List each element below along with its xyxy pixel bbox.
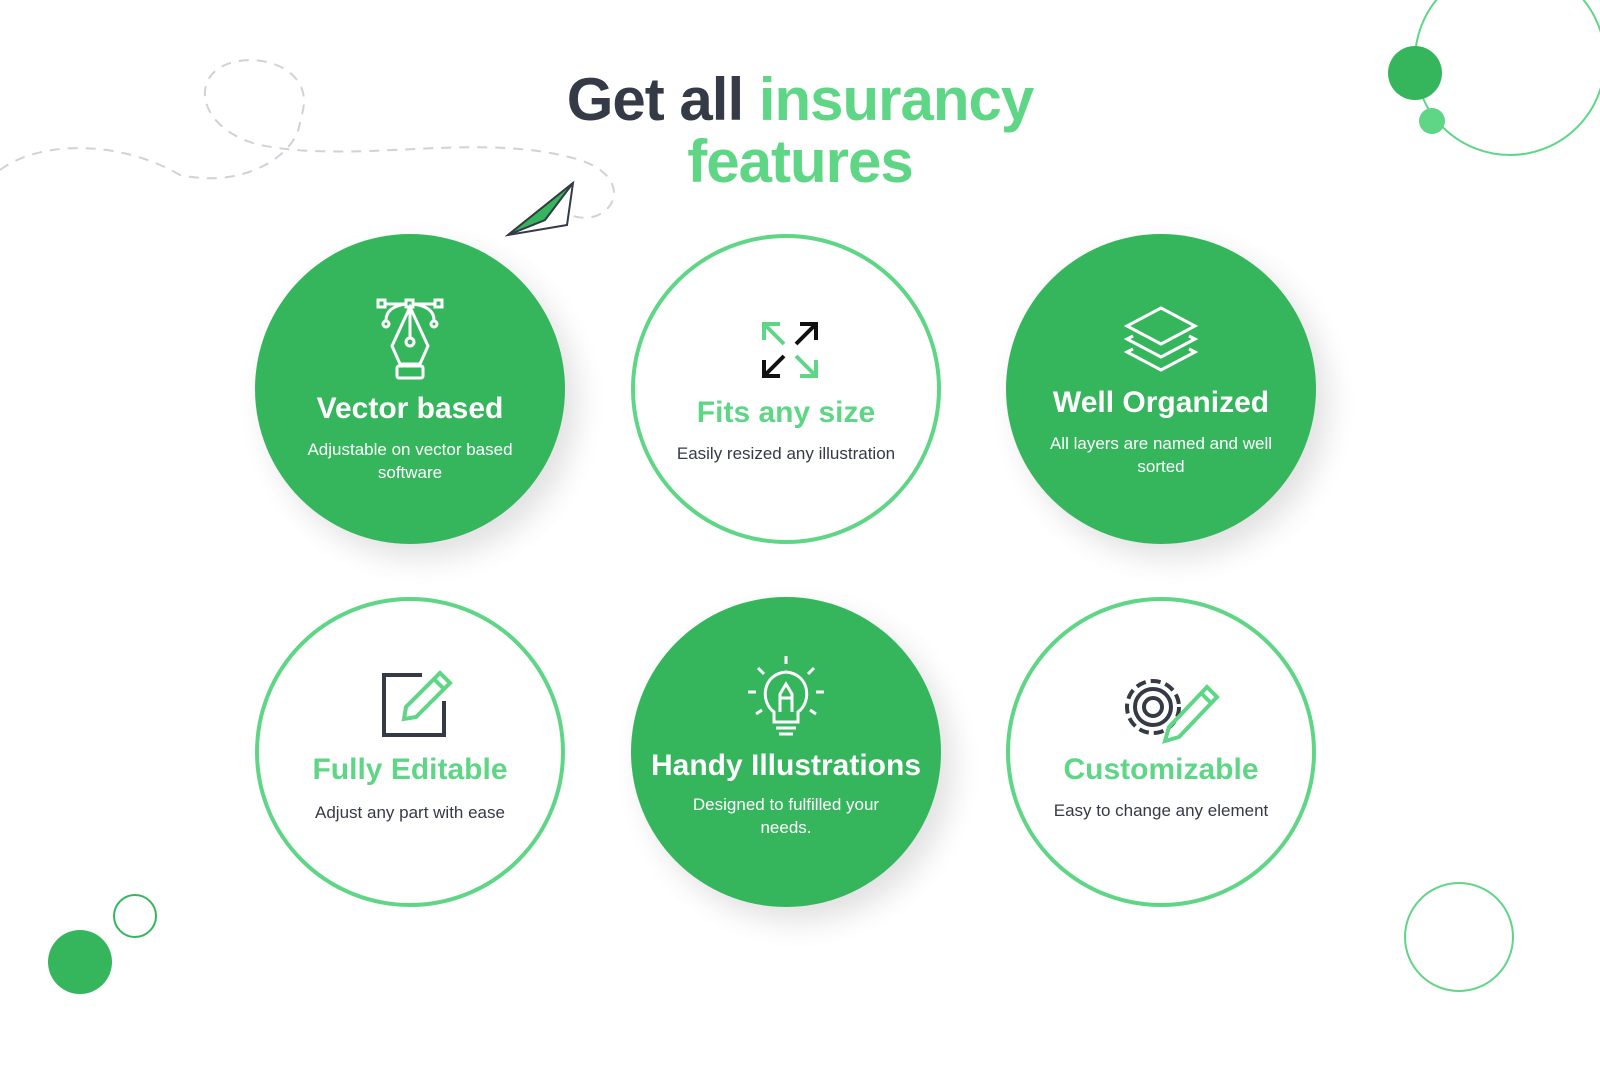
feature-card-fits-any-size: Fits any size Easily resized any illustr… bbox=[631, 234, 941, 544]
title-part-green: insurancy bbox=[758, 66, 1034, 133]
pen-tool-icon bbox=[376, 298, 444, 380]
feature-description: All layers are named and well sorted bbox=[1049, 434, 1273, 476]
decorative-circles-bottom-left bbox=[48, 894, 157, 994]
gear-pencil-icon bbox=[1125, 679, 1220, 744]
feature-description: Adjustable on vector based software bbox=[307, 440, 513, 482]
paper-plane-icon bbox=[505, 180, 575, 237]
feature-title: Fits any size bbox=[696, 396, 876, 429]
feature-description: Adjust any part with ease bbox=[315, 803, 505, 822]
feature-description: Easy to change any element bbox=[1053, 801, 1269, 820]
feature-card-customizable: Customizable Easy to change any element bbox=[1006, 597, 1316, 907]
feature-description: Designed to fulfilled your needs. bbox=[692, 795, 880, 837]
resize-arrows-icon bbox=[762, 322, 818, 378]
page-title-line2: features bbox=[687, 128, 913, 195]
title-part-dark: Get all bbox=[566, 66, 744, 133]
lightbulb-icon bbox=[748, 656, 824, 736]
feature-title: Vector based bbox=[316, 392, 504, 425]
feature-card-vector-based: Vector based Adjustable on vector based … bbox=[255, 234, 565, 544]
feature-card-well-organized: Well Organized All layers are named and … bbox=[1006, 234, 1316, 544]
page-title: Get all insurancy bbox=[0, 68, 1600, 132]
decorative-circle-bottom-right bbox=[1404, 882, 1514, 992]
decorative-dashed-path bbox=[0, 59, 615, 219]
decorative-circles-top-right bbox=[1388, 0, 1600, 156]
feature-card-handy-illustrations: Handy Illustrations Designed to fulfille… bbox=[631, 597, 941, 907]
edit-icon bbox=[382, 670, 453, 737]
layers-icon bbox=[1123, 306, 1199, 372]
feature-card-fully-editable: Fully Editable Adjust any part with ease bbox=[255, 597, 565, 907]
feature-description: Easily resized any illustration bbox=[676, 444, 896, 463]
feature-title: Fully Editable bbox=[312, 753, 508, 786]
feature-title: Customizable bbox=[1063, 753, 1259, 786]
feature-title: Well Organized bbox=[1052, 386, 1270, 419]
feature-title: Handy Illustrations bbox=[650, 749, 922, 782]
